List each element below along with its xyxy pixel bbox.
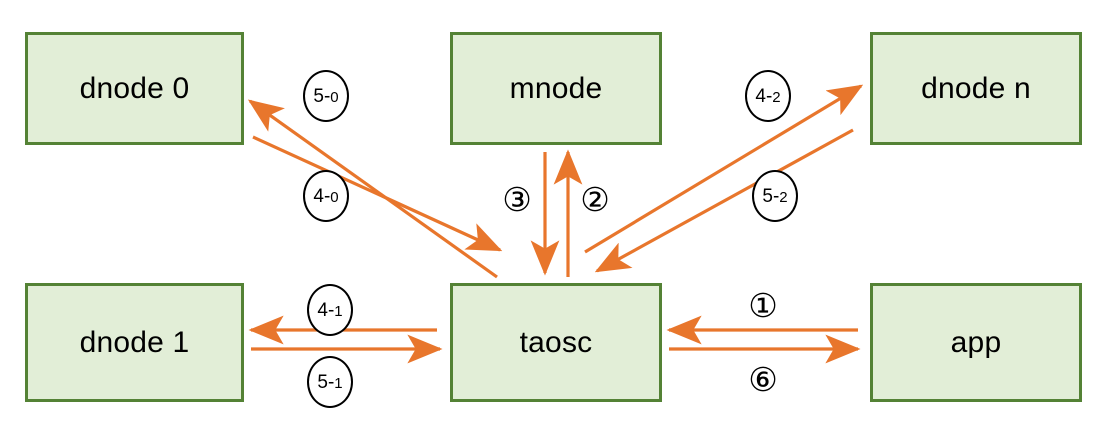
node-dnode-n[interactable]: dnode n (870, 32, 1082, 145)
edge-badge-label-2: ② (580, 180, 610, 218)
edge-badge-label-4-1: 4-1 (317, 299, 343, 321)
node-dnode-1[interactable]: dnode 1 (25, 283, 244, 402)
node-label-dnode-n: dnode n (921, 71, 1031, 105)
node-dnode-0[interactable]: dnode 0 (25, 32, 244, 145)
edge-badge-2: ② (578, 182, 612, 216)
edge-badge-label-5-0: 5-0 (313, 85, 339, 107)
edge-badge-label-5-2: 5-2 (762, 185, 788, 207)
edge-badge-4-2: 4-2 (745, 70, 791, 122)
node-app[interactable]: app (870, 283, 1082, 402)
edge-badge-label-5-1: 5-1 (317, 371, 343, 393)
edge-badge-label-4-2: 4-2 (755, 85, 781, 107)
node-label-dnode-1: dnode 1 (79, 325, 190, 359)
node-label-taosc: taosc (519, 325, 593, 359)
edge-badge-4-1: 4-1 (307, 284, 353, 336)
edge-badge-6: ⑥ (746, 362, 780, 396)
edge-badge-label-3: ③ (502, 180, 532, 218)
edge-badge-4-0: 4-0 (303, 170, 349, 222)
node-label-app: app (950, 325, 1002, 359)
edge-badge-5-2: 5-2 (752, 170, 798, 222)
node-label-mnode: mnode (509, 71, 603, 105)
edge-badge-5-0: 5-0 (303, 70, 349, 122)
edge-line-4-0 (252, 135, 503, 252)
edge-badge-label-4-0: 4-0 (313, 185, 339, 207)
edge-badge-5-1: 5-1 (307, 356, 353, 408)
edge-badge-3: ③ (500, 182, 534, 216)
node-mnode[interactable]: mnode (450, 32, 662, 145)
edge-line-5-2 (594, 128, 854, 273)
edge-badge-1: ① (746, 288, 780, 322)
edge-badge-label-1: ① (748, 286, 778, 324)
edge-badge-label-6: ⑥ (748, 360, 778, 398)
node-taosc[interactable]: taosc (450, 283, 662, 402)
node-label-dnode-0: dnode 0 (79, 71, 190, 105)
